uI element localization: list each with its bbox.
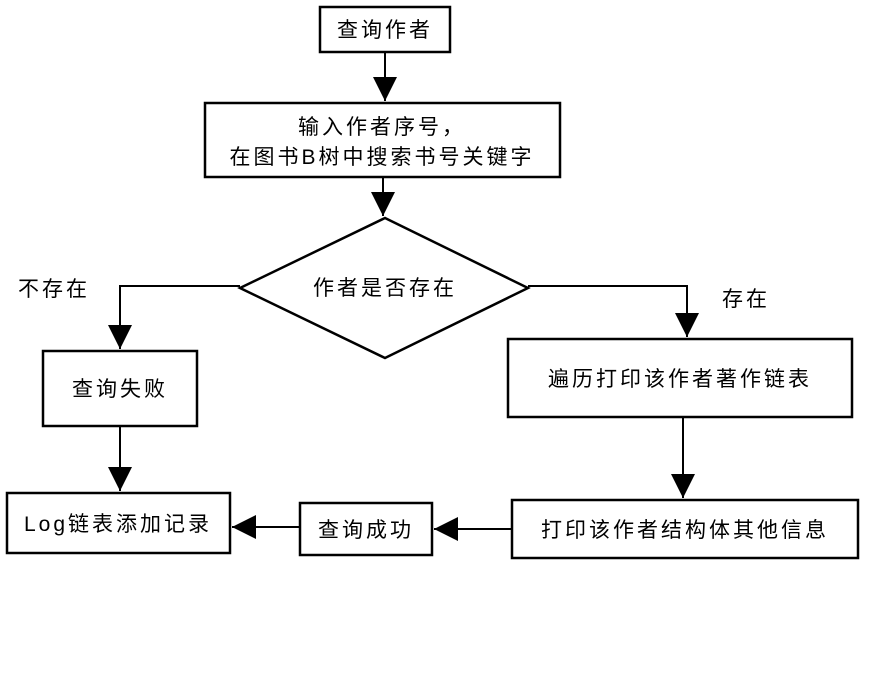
node-print-info-label: 打印该作者结构体其他信息: [541, 519, 829, 542]
node-log: Log链表添加记录: [5, 491, 232, 555]
node-decision: 作者是否存在: [237, 216, 531, 360]
node-print-info-shape: [510, 498, 860, 560]
node-decision-shape: [237, 216, 531, 360]
node-decision-label: 作者是否存在: [313, 277, 457, 300]
flowchart-edges: [108, 52, 699, 541]
node-input: 输入作者序号， 在图书B树中搜索书号关键字: [203, 101, 562, 179]
node-success: 查询成功: [298, 501, 434, 557]
node-print-info: 打印该作者结构体其他信息: [510, 498, 860, 560]
node-log-label: Log链表添加记录: [24, 513, 212, 536]
edge-label-not-exists: 不存在: [18, 278, 90, 301]
edge-label-exists: 存在: [722, 288, 770, 311]
node-traverse-shape: [506, 337, 854, 419]
node-fail-label: 查询失败: [72, 378, 168, 401]
node-traverse-label: 遍历打印该作者著作链表: [548, 368, 812, 391]
node-input-label-line2: 在图书B树中搜索书号关键字: [229, 146, 534, 169]
node-log-shape: [5, 491, 232, 555]
node-traverse: 遍历打印该作者著作链表: [506, 337, 854, 419]
node-success-label: 查询成功: [318, 519, 414, 542]
node-input-label-line1: 输入作者序号，: [298, 116, 466, 139]
node-start-label: 查询作者: [337, 19, 433, 42]
edge-decision-to-traverse: [528, 285, 699, 337]
node-fail: 查询失败: [41, 349, 199, 428]
node-start-shape: [318, 5, 452, 54]
node-start: 查询作者: [318, 5, 452, 54]
node-fail-shape: [41, 349, 199, 428]
node-success-shape: [298, 501, 434, 557]
node-input-shape: [203, 101, 562, 179]
edge-decision-to-fail: [108, 285, 240, 349]
